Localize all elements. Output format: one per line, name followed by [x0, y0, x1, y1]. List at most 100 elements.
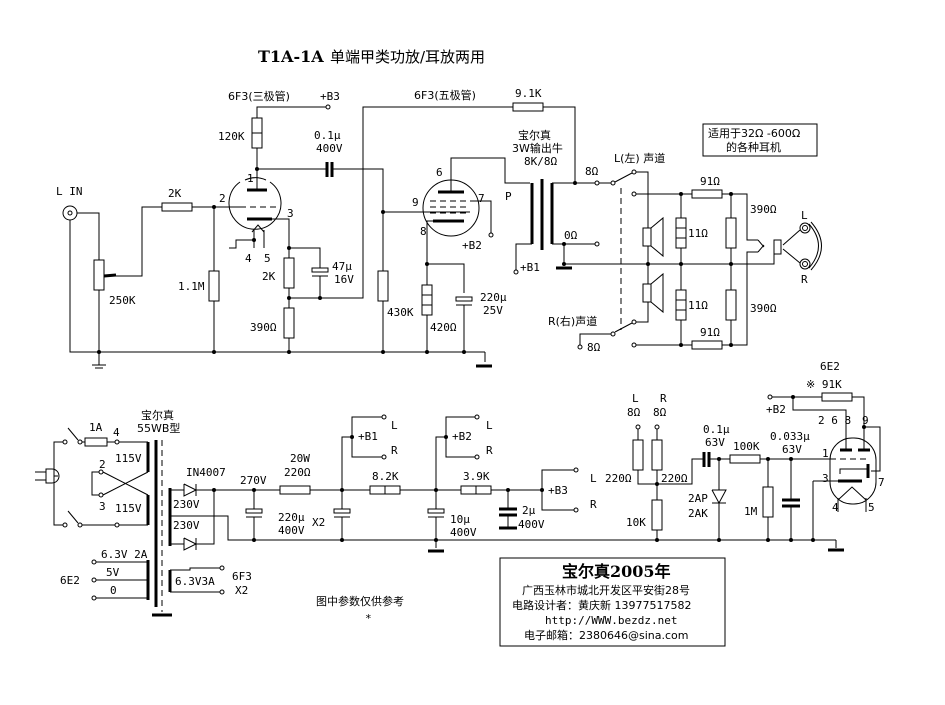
vu-resistor-l-label: 220Ω — [605, 472, 632, 485]
pt-brand: 宝尔真 — [141, 408, 174, 422]
wire — [53, 476, 63, 526]
load-top-label: 390Ω — [750, 203, 777, 216]
right-switch-contact-a — [631, 319, 637, 325]
pentode-label: 6F3(五极管) — [414, 88, 476, 102]
junction — [679, 343, 683, 347]
jack-cross-b — [757, 244, 765, 253]
heater-6f3-qty: X2 — [235, 584, 248, 597]
wire — [272, 218, 290, 258]
headphone-right-inner — [802, 261, 808, 267]
heater-6e2-tap-3 — [91, 595, 97, 601]
indicator-pin-1: 1 — [822, 447, 829, 460]
wire — [722, 193, 758, 241]
switch-b-pivot — [62, 522, 68, 528]
cathode-resistor-label: 2K — [262, 270, 276, 283]
plate-supply-label: +B1 — [520, 261, 540, 274]
triode-label: 6F3(三极管) — [228, 89, 290, 103]
b2-cap-value: 10μ — [450, 513, 470, 526]
filter-cap-b-plate — [333, 508, 351, 514]
b2-tap-r: R — [486, 444, 493, 457]
b1-tap-r: R — [391, 444, 398, 457]
b3-r-terminal — [573, 507, 579, 513]
output-stage: 6F3(五极管) 9.1K 430K 6 9 7 8 +B2 — [377, 87, 600, 368]
filter-resistor-power: 20W — [290, 452, 310, 465]
wire — [426, 220, 433, 285]
junction — [252, 238, 256, 242]
pentode-pin-6: 6 — [436, 166, 443, 179]
junction — [287, 350, 291, 354]
filter-cap-voltage: 400V — [278, 524, 305, 537]
diode-b-icon — [183, 537, 198, 551]
power-switch-b — [67, 510, 79, 524]
tap-0-label: 0Ω — [564, 229, 578, 242]
indicator-control — [839, 468, 868, 474]
power-plug-icon — [45, 468, 60, 484]
b3-resistor-label: 3.9K — [463, 470, 490, 483]
wire — [435, 436, 446, 490]
left-switch-contact-b — [631, 191, 637, 197]
power-switch-a — [67, 427, 79, 441]
vu-input-r-label: R — [660, 392, 667, 405]
b3-tap-l: L — [590, 472, 597, 485]
vu-input-l-terminal — [635, 424, 641, 430]
speaker-right-icon — [642, 283, 652, 303]
cathode-cap-value: 47μ — [332, 260, 352, 273]
junction — [434, 538, 438, 542]
primary-a-label: 115V — [115, 452, 142, 465]
output-cathode-resistor-label: 420Ω — [430, 321, 457, 334]
wire — [53, 441, 63, 477]
heater-6e2-tap-1-label: 6.3V 2A — [101, 548, 148, 561]
grid-resistor — [161, 202, 193, 212]
vu-resistor-r-label: 220Ω — [661, 472, 688, 485]
credits-email[interactable]: 电子邮箱：2380646@sina.com — [524, 628, 688, 642]
rectifier-diode-label: IN4007 — [186, 466, 226, 479]
b2-cap-voltage: 400V — [450, 526, 477, 539]
credits-website[interactable]: http://WWW.bezdz.net — [545, 614, 677, 627]
vu-input-l-tap: 8Ω — [627, 406, 641, 419]
reference-note: 图中参数仅供参考 — [316, 594, 404, 608]
left-channel-label: L(左) 声道 — [614, 151, 665, 165]
junction — [562, 262, 566, 266]
indicator-supply-label: +B2 — [766, 403, 786, 416]
vu-leak-resistor — [762, 486, 774, 518]
heater-6f3-label: 6F3 — [232, 570, 252, 583]
feedback-resistor — [512, 102, 544, 112]
plate-resistor-label: 120K — [218, 130, 245, 143]
vu-input-r-tap: 8Ω — [653, 406, 667, 419]
indicator-supply-terminal — [767, 394, 773, 400]
ot-brand: 宝尔真 — [518, 128, 551, 142]
b3-cap-voltage: 400V — [518, 518, 545, 531]
switch-b-contact — [77, 522, 83, 528]
wire — [637, 470, 657, 485]
screen-supply-label: +B2 — [462, 239, 482, 252]
grid-leak-resistor — [208, 270, 220, 302]
input-stage: L IN 250K 2K 2 1.1M 6F3(三极管) — [56, 89, 519, 369]
right-switch-pivot — [610, 331, 616, 337]
ground-bus — [69, 220, 485, 353]
b2-l-terminal — [474, 414, 480, 420]
junction — [425, 350, 429, 354]
headband-icon — [808, 223, 819, 269]
indicator-heater-icon — [837, 486, 867, 501]
filter-cap-qty: X2 — [312, 516, 325, 529]
b3-terminal — [325, 104, 331, 110]
primary-label: P — [505, 190, 512, 203]
tap-8-label: 8Ω — [585, 165, 599, 178]
b2-r-terminal — [474, 454, 480, 460]
junction — [462, 350, 466, 354]
output-grid-leak-label: 430K — [387, 306, 414, 319]
b2-cap-plate — [427, 508, 445, 514]
wire — [863, 426, 881, 472]
b3-tap-r: R — [590, 498, 597, 511]
headphone-note-line1: 适用于32Ω -600Ω — [708, 127, 800, 140]
load-bottom-label: 390Ω — [750, 302, 777, 315]
output-cathode-cap-plate — [455, 296, 473, 302]
title-text: 单端甲类功放/耳放两用 — [330, 48, 485, 66]
output-cathode-resistor — [421, 284, 433, 316]
b2-tap-l: L — [486, 419, 493, 432]
wire — [515, 243, 532, 270]
right-channel-label: R(右)声道 — [548, 314, 597, 328]
vu-leak-label: 1M — [744, 505, 758, 518]
wiper-arrow-icon — [103, 273, 117, 278]
coupling-cap-voltage: 400V — [316, 142, 343, 155]
